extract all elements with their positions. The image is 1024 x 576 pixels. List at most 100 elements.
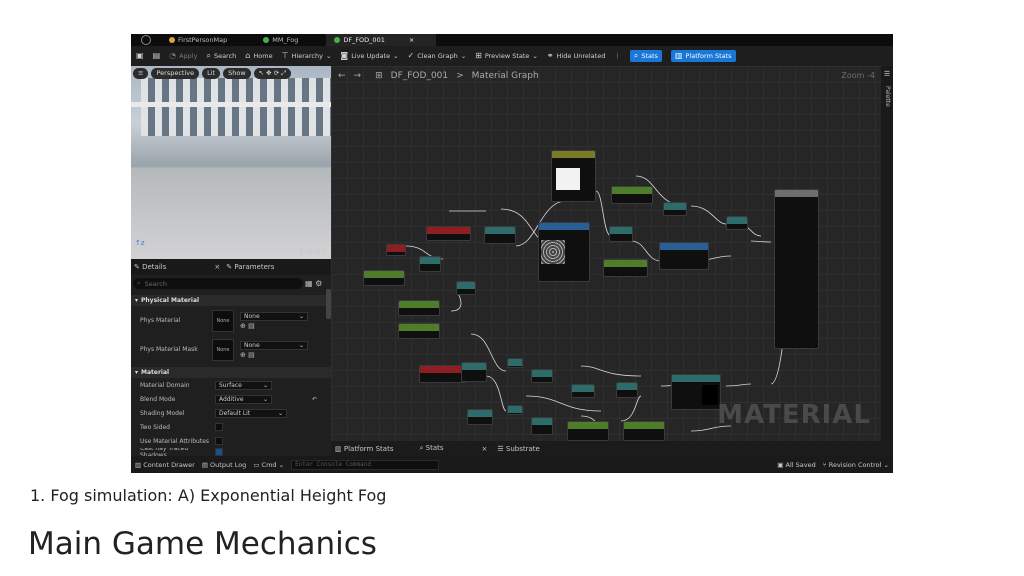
stats-button[interactable]: ⌕Stats [630, 50, 662, 62]
tab-substrate[interactable]: ☰ Substrate [497, 445, 539, 453]
node-noise-texture[interactable] [538, 222, 590, 282]
apply-button[interactable]: ◔Apply [169, 52, 197, 60]
all-saved-button[interactable]: ▣ All Saved [777, 461, 815, 469]
node-scalar-red-2[interactable] [386, 244, 406, 256]
phys-mask-dropdown[interactable]: None⌄ [240, 341, 308, 350]
asset-browse-icons[interactable]: ⊕ ▤ [240, 351, 308, 359]
phys-material-dropdown[interactable]: None⌄ [240, 312, 308, 321]
node-header [604, 260, 647, 267]
viewport-menu-icon[interactable]: ≡ [133, 68, 148, 79]
platform-stats-button[interactable]: ▥Platform Stats [671, 50, 736, 62]
cmd-dropdown[interactable]: ▭ Cmd ⌄ [253, 461, 284, 469]
transform-tools-icon[interactable]: ↖ ✥ ⟳ ⤢ [254, 68, 292, 79]
home-button[interactable]: ⌂Home [245, 52, 272, 60]
tab-mm-fog[interactable]: MM_Fog [255, 34, 306, 46]
node-add-3[interactable] [616, 382, 638, 398]
node-scalar-red-3[interactable] [419, 365, 467, 383]
revision-label: Revision Control [829, 461, 882, 469]
node-param-green-5[interactable] [398, 323, 440, 339]
tab-parameters[interactable]: ✎ Parameters [226, 263, 274, 271]
stats-close-icon[interactable]: × [482, 445, 488, 453]
save-button[interactable]: ▣ [136, 52, 144, 60]
reset-icon[interactable]: ↶ [312, 396, 317, 403]
cast-ray-checkbox[interactable] [215, 448, 223, 456]
live-update-button[interactable]: ◙Live Update⌄ [340, 52, 398, 60]
details-close-icon[interactable]: × [214, 263, 220, 271]
node-param-green-6[interactable] [567, 421, 609, 441]
node-header [508, 359, 522, 366]
node-multiply-4[interactable] [571, 384, 595, 398]
node-depth-fade[interactable] [671, 374, 721, 410]
content-drawer-button[interactable]: ▥ Content Drawer [135, 461, 195, 469]
hide-unrelated-button[interactable]: ⚭Hide Unrelated [547, 52, 605, 60]
tab-platform-stats[interactable]: ▥ Platform Stats [335, 445, 393, 453]
node-mask-2[interactable] [467, 409, 493, 425]
node-param-green-2[interactable] [603, 259, 648, 277]
tab-parameters-label: Parameters [234, 263, 274, 271]
perspective-button[interactable]: Perspective [151, 68, 199, 79]
lit-button[interactable]: Lit [202, 68, 220, 79]
node-const[interactable] [507, 358, 523, 368]
browse-button[interactable]: ▤ [153, 52, 161, 60]
blend-mode-row: Blend ModeAdditive⌄↶ [131, 392, 331, 406]
node-param-green-3[interactable] [363, 270, 405, 286]
node-header [612, 187, 652, 194]
noise-preview [541, 240, 565, 264]
preview-shape-icons[interactable]: ◐●◑◔ [299, 247, 327, 256]
show-button[interactable]: Show [223, 68, 251, 79]
two-sided-checkbox[interactable] [215, 423, 223, 431]
pencil-icon: ✎ [134, 263, 140, 271]
tab-stats[interactable]: ⌕ Stats [419, 444, 443, 453]
more-options-icon[interactable]: ⋮ [614, 52, 621, 60]
two-sided-row: Two Sided [131, 420, 331, 434]
grid-view-icon[interactable]: ▦ ⚙ [305, 279, 322, 288]
substrate-icon: ☰ [497, 445, 503, 453]
live-update-label: Live Update [351, 52, 390, 60]
folder-icon: ▤ [153, 52, 161, 60]
node-param-green-4[interactable] [398, 300, 440, 316]
node-multiply[interactable] [663, 202, 687, 216]
node-panner[interactable] [484, 226, 516, 244]
z-axis-icon: ↑z [135, 239, 145, 247]
use-attr-checkbox[interactable] [215, 437, 223, 445]
preview-state-button[interactable]: ⊞Preview State⌄ [475, 52, 538, 60]
console-input[interactable]: Enter Console Command [291, 460, 439, 470]
node-add-2[interactable] [456, 281, 476, 295]
details-search-input[interactable]: ⌕Search [133, 278, 303, 289]
node-multiply-2[interactable] [419, 256, 441, 272]
node-lerp[interactable] [726, 216, 748, 230]
home-icon: ⌂ [245, 52, 250, 60]
node-scalar-red[interactable] [426, 226, 471, 241]
clean-graph-button[interactable]: ✓Clean Graph⌄ [408, 52, 467, 60]
shading-model-dropdown[interactable]: Default Lit⌄ [215, 409, 287, 418]
node-texture-sample[interactable] [551, 150, 596, 202]
node-const-2[interactable] [507, 405, 523, 415]
tab-close-icon[interactable]: × [409, 36, 414, 44]
tab-details[interactable]: ✎ Details [134, 263, 166, 271]
shading-model-row: Shading ModelDefault Lit⌄ [131, 406, 331, 420]
revision-control-button[interactable]: ⑂ Revision Control ⌄ [823, 461, 889, 469]
output-log-button[interactable]: ▤ Output Log [202, 461, 247, 469]
material-domain-dropdown[interactable]: Surface⌄ [215, 381, 272, 390]
hierarchy-button[interactable]: ⊤Hierarchy⌄ [282, 52, 332, 60]
palette-side-tab[interactable]: ☰Palette [881, 66, 893, 456]
preview-viewport[interactable]: ≡ Perspective Lit Show ↖ ✥ ⟳ ⤢ ↑z ◐●◑◔ [131, 66, 331, 259]
node-multiply-5[interactable] [531, 417, 553, 435]
node-param-green-7[interactable] [623, 421, 665, 441]
tab-firstpersonmap[interactable]: FirstPersonMap [161, 34, 235, 46]
output-log-icon: ▤ [202, 461, 208, 469]
material-graph-canvas[interactable]: ← → ⊞ DF_FOD_001 > Material Graph Zoom -… [331, 66, 893, 456]
section-material[interactable]: ▾ Material [131, 367, 331, 378]
node-add[interactable] [609, 226, 633, 242]
thumb-label: None [216, 347, 229, 353]
search-button[interactable]: ⌕Search [206, 52, 236, 60]
node-mask[interactable] [461, 362, 487, 382]
tab-df-fod-001[interactable]: DF_FOD_001× [326, 34, 436, 46]
node-fresnel[interactable] [659, 242, 709, 270]
node-param-green[interactable] [611, 186, 653, 204]
node-multiply-3[interactable] [531, 369, 553, 383]
blend-mode-dropdown[interactable]: Additive⌄ [215, 395, 272, 404]
section-physical-material[interactable]: ▾ Physical Material [131, 295, 331, 306]
asset-browse-icons[interactable]: ⊕ ▤ [240, 322, 308, 330]
node-material-output[interactable] [774, 189, 819, 349]
